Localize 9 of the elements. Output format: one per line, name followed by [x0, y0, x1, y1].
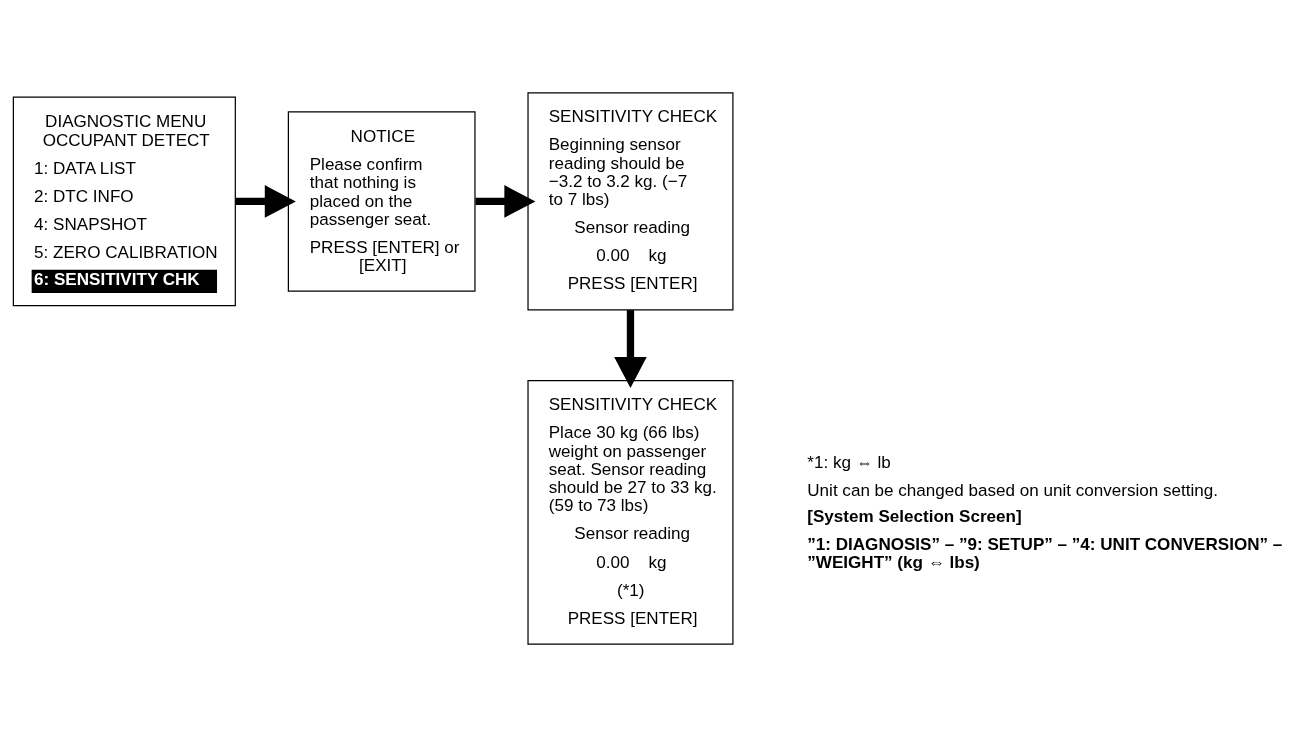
arrow — [235, 184, 296, 218]
node-box: SENSITIVITY CHECK Place 30 kg (66 lbs) weight on passenger seat. Sensor reading should be 27 to 33 kg. (59 to 73 lbs) Sensor reading 0.00 kg (*1) PRESS [ENTER] — [527, 379, 734, 645]
label: [System Selection Screen] — [807, 506, 1022, 526]
node-box: NOTICE Please confirm that nothing is placed on the passenger seat. PRESS [ENTER] or [EXIT] — [287, 110, 476, 292]
node-box: DIAGNOSTIC MENU OCCUPANT DETECT 1: DATA LIST 2: DTC INFO 4: SNAPSHOT 5: ZERO CALIBRATION 6: SENSITIVITY CHK — [12, 96, 236, 306]
label: ”1: DIAGNOSIS” – ”9: SETUP” – ”4: UNIT CONVERSION” – ”WEIGHT” (kg ⇔ lbs) — [807, 534, 1283, 572]
label: Unit can be changed based on unit conversion setting. — [807, 480, 1219, 500]
node-box: SENSITIVITY CHECK Beginning sensor reading should be −3.2 to 3.2 kg. (−7 to 7 lbs) Sensor reading 0.00 kg PRESS [ENTER] — [527, 91, 734, 311]
label: *1: kg ⇔ lb — [807, 452, 891, 472]
